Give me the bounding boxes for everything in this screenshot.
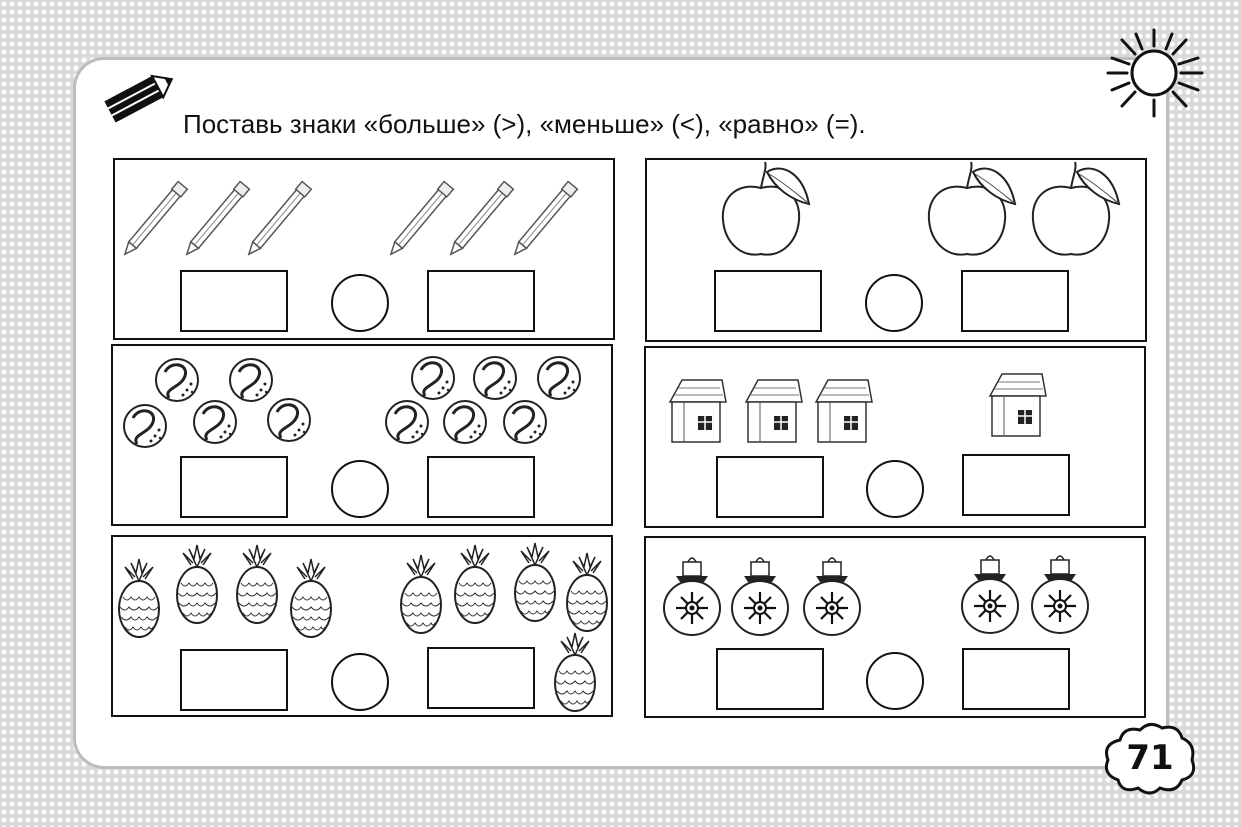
ornament-icon bbox=[802, 556, 862, 637]
task-panel-houses bbox=[644, 346, 1146, 528]
ball-icon bbox=[442, 399, 488, 445]
house-icon bbox=[815, 379, 873, 443]
pencil-icon bbox=[509, 180, 579, 259]
answer-box-left[interactable] bbox=[180, 649, 288, 711]
pencil-icon bbox=[243, 180, 313, 259]
pineapple-icon bbox=[454, 544, 496, 624]
ball-icon bbox=[502, 399, 548, 445]
pineapple-icon bbox=[514, 542, 556, 622]
pineapple-icon bbox=[400, 554, 442, 634]
answer-box-right[interactable] bbox=[962, 454, 1070, 516]
ornament-icon bbox=[662, 556, 722, 637]
ball-icon bbox=[266, 397, 312, 443]
instruction-text: Поставь знаки «больше» (>), «меньше» (<)… bbox=[183, 109, 866, 139]
sign-circle[interactable] bbox=[865, 274, 923, 332]
apple-icon bbox=[1031, 161, 1120, 256]
page-number: 71 bbox=[1126, 738, 1174, 778]
task-panel-pineapples bbox=[111, 535, 613, 717]
apple-icon bbox=[721, 161, 810, 256]
ornament-icon bbox=[1030, 554, 1090, 635]
pineapple-icon bbox=[118, 558, 160, 638]
pineapple-icon bbox=[236, 544, 278, 624]
ornament-icon bbox=[960, 554, 1020, 635]
pineapple-icon bbox=[554, 632, 596, 712]
ball-icon bbox=[472, 355, 518, 401]
answer-box-right[interactable] bbox=[427, 270, 535, 332]
sign-circle[interactable] bbox=[866, 460, 924, 518]
task-panel-ornaments bbox=[644, 536, 1146, 718]
pineapple-icon bbox=[566, 552, 608, 632]
answer-box-right[interactable] bbox=[427, 647, 535, 709]
ball-icon bbox=[384, 399, 430, 445]
ball-icon bbox=[536, 355, 582, 401]
house-icon bbox=[745, 379, 803, 443]
pencil-icon bbox=[445, 180, 515, 259]
house-icon bbox=[989, 373, 1047, 437]
ball-icon bbox=[192, 399, 238, 445]
page-number-badge: 71 bbox=[1100, 718, 1200, 798]
ornament-icon bbox=[730, 556, 790, 637]
answer-box-right[interactable] bbox=[427, 456, 535, 518]
ball-icon bbox=[228, 357, 274, 403]
pineapple-icon bbox=[290, 558, 332, 638]
task-panel-pencils bbox=[113, 158, 615, 340]
answer-box-right[interactable] bbox=[961, 270, 1069, 332]
ball-icon bbox=[410, 355, 456, 401]
ball-icon bbox=[122, 403, 168, 449]
task-panel-apples bbox=[645, 158, 1147, 342]
task-panel-balls bbox=[111, 344, 613, 526]
pineapple-icon bbox=[176, 544, 218, 624]
answer-box-right[interactable] bbox=[962, 648, 1070, 710]
sign-circle[interactable] bbox=[866, 652, 924, 710]
pencil-icon bbox=[385, 180, 455, 259]
answer-box-left[interactable] bbox=[180, 270, 288, 332]
answer-box-left[interactable] bbox=[716, 456, 824, 518]
pencil-icon bbox=[181, 180, 251, 259]
apple-icon bbox=[927, 161, 1016, 256]
sign-circle[interactable] bbox=[331, 653, 389, 711]
answer-box-left[interactable] bbox=[716, 648, 824, 710]
sign-circle[interactable] bbox=[331, 460, 389, 518]
answer-box-left[interactable] bbox=[180, 456, 288, 518]
house-icon bbox=[669, 379, 727, 443]
sun-icon bbox=[1106, 28, 1204, 118]
sign-circle[interactable] bbox=[331, 274, 389, 332]
ball-icon bbox=[154, 357, 200, 403]
pencil-icon bbox=[119, 180, 189, 259]
answer-box-left[interactable] bbox=[714, 270, 822, 332]
cloud-icon bbox=[1104, 723, 1196, 795]
pencil-icon bbox=[104, 74, 174, 123]
